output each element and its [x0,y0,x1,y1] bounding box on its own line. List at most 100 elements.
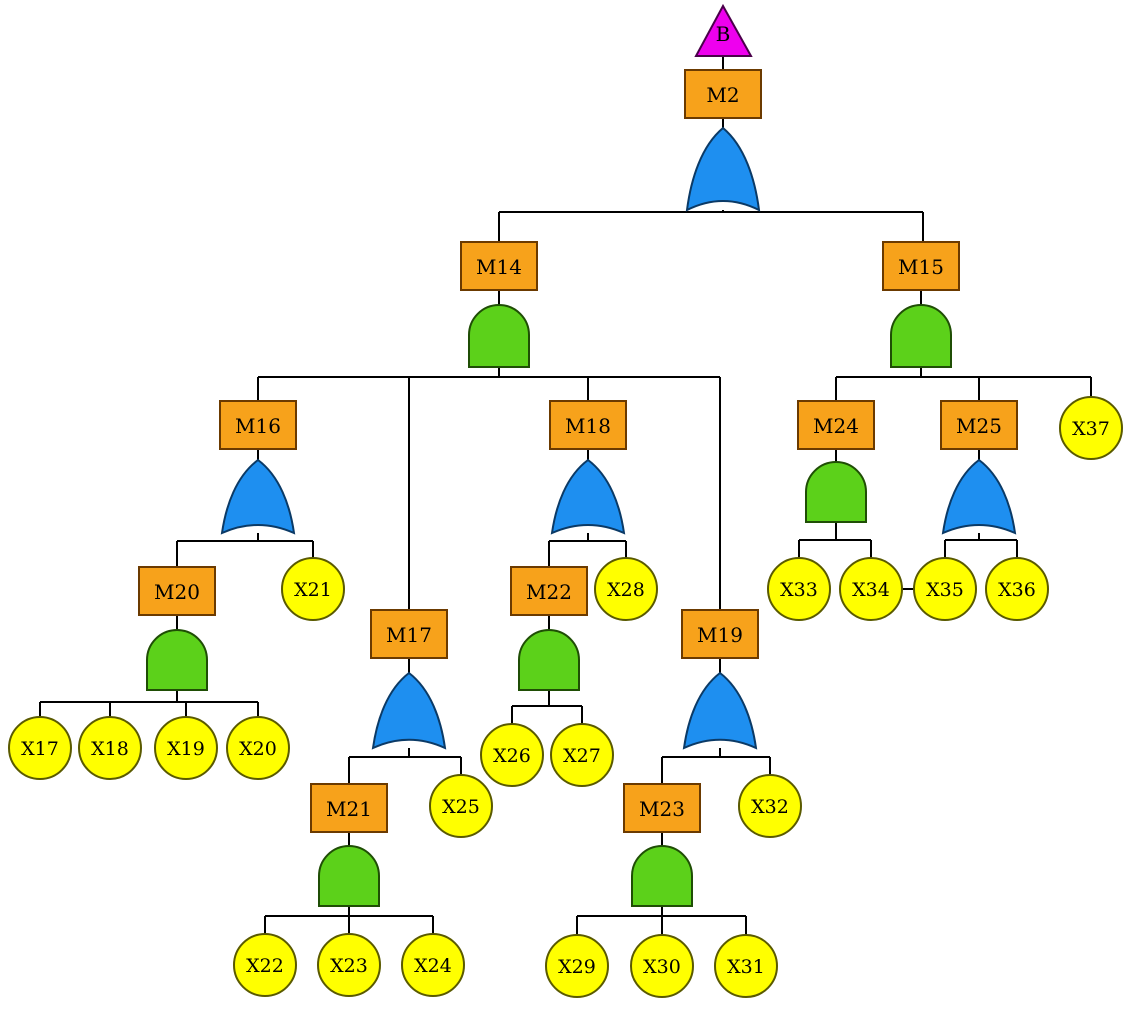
top-event-transfer: B [694,3,753,57]
event-m18: M18 [549,400,627,450]
basic-event-label: X29 [558,956,596,978]
basic-event-x18: X18 [78,716,142,780]
and-gate-icon-m21 [318,845,380,907]
basic-event-x19: X19 [154,716,218,780]
event-m25: M25 [940,400,1018,450]
basic-event-label: X34 [852,579,890,601]
basic-event-circle [913,557,977,621]
basic-event-circle [630,934,694,998]
or-gate-icon-m18 [550,458,626,535]
basic-event-circle [594,557,658,621]
event-m20: M20 [138,566,216,616]
basic-event-circle [281,557,345,621]
basic-event-circle [550,723,614,787]
basic-event-label: X18 [91,738,129,760]
basic-event-x36: X36 [985,557,1049,621]
logic-gates [146,126,1017,907]
basic-event-circle [317,933,381,997]
basic-event-label: X26 [493,745,531,767]
basic-event-circle [985,557,1049,621]
and-gate-icon-m24 [805,461,867,523]
or-gate-icon-m19 [682,671,758,750]
event-m14: M14 [460,241,538,291]
basic-event-x17: X17 [8,716,72,780]
event-box [681,609,759,659]
basic-event-circle [226,716,290,780]
event-box [510,566,588,616]
and-gate-icon-m20 [146,629,208,691]
event-m21: M21 [310,783,388,833]
event-label: M23 [639,797,685,821]
event-label: M2 [706,83,739,107]
event-m19: M19 [681,609,759,659]
basic-event-x25: X25 [429,774,493,838]
basic-event-x21: X21 [281,557,345,621]
basic-event-label: X24 [414,955,452,977]
basic-event-x23: X23 [317,933,381,997]
basic-event-label: X21 [294,579,332,601]
basic-event-label: X32 [751,796,789,818]
basic-event-label: X17 [21,738,59,760]
basic-event-x20: X20 [226,716,290,780]
basic-event-x26: X26 [480,723,544,787]
and-gate-icon-m14 [468,304,530,368]
event-label: M20 [154,580,200,604]
basic-event-label: X37 [1072,418,1110,440]
event-label: M21 [326,797,372,821]
event-label: M24 [813,414,859,438]
basic-event-label: X27 [563,745,601,767]
basic-event-x37: X37 [1059,396,1123,460]
event-m17: M17 [370,609,448,659]
basic-event-label: X19 [167,738,205,760]
event-box [219,400,297,450]
or-gate-icon-m17 [371,671,447,750]
and-gate-icon-m15 [890,304,952,368]
basic-event-x31: X31 [714,934,778,998]
basic-event-x29: X29 [545,934,609,998]
or-gate-icon-m16 [220,458,296,535]
event-label: M16 [235,414,281,438]
basic-event-x30: X30 [630,934,694,998]
basic-event-x24: X24 [401,933,465,997]
basic-event-circle [839,557,903,621]
event-m16: M16 [219,400,297,450]
event-label: M18 [565,414,611,438]
basic-event-x35: X35 [913,557,977,621]
event-m23: M23 [623,783,701,833]
basic-event-label: X20 [239,738,277,760]
or-gate-icon-m25 [941,458,1017,535]
event-box [138,566,216,616]
event-m24: M24 [797,400,875,450]
basic-event-label: X25 [442,796,480,818]
basic-event-circle [480,723,544,787]
basic-event-x27: X27 [550,723,614,787]
basic-event-label: X36 [998,579,1036,601]
basic-event-x33: X33 [767,557,831,621]
event-label: M22 [526,580,572,604]
event-label: M17 [386,623,432,647]
basic-event-circle [545,934,609,998]
basic-event-circle [401,933,465,997]
event-label: M14 [476,255,522,279]
event-label: M25 [956,414,1002,438]
basic-event-circle [1059,396,1123,460]
basic-event-x22: X22 [233,933,297,997]
event-box [940,400,1018,450]
event-m22: M22 [510,566,588,616]
top-event-label: B [716,22,731,46]
event-m15: M15 [882,241,960,291]
event-label: M15 [898,255,944,279]
event-box [797,400,875,450]
basic-event-circle [738,774,802,838]
basic-event-circle [429,774,493,838]
basic-event-label: X28 [607,579,645,601]
event-box [623,783,701,833]
and-gate-icon-m22 [518,629,580,691]
event-box [460,241,538,291]
basic-event-label: X35 [926,579,964,601]
basic-event-circle [154,716,218,780]
basic-event-label: X23 [330,955,368,977]
or-gate-icon-m2 [685,126,761,212]
